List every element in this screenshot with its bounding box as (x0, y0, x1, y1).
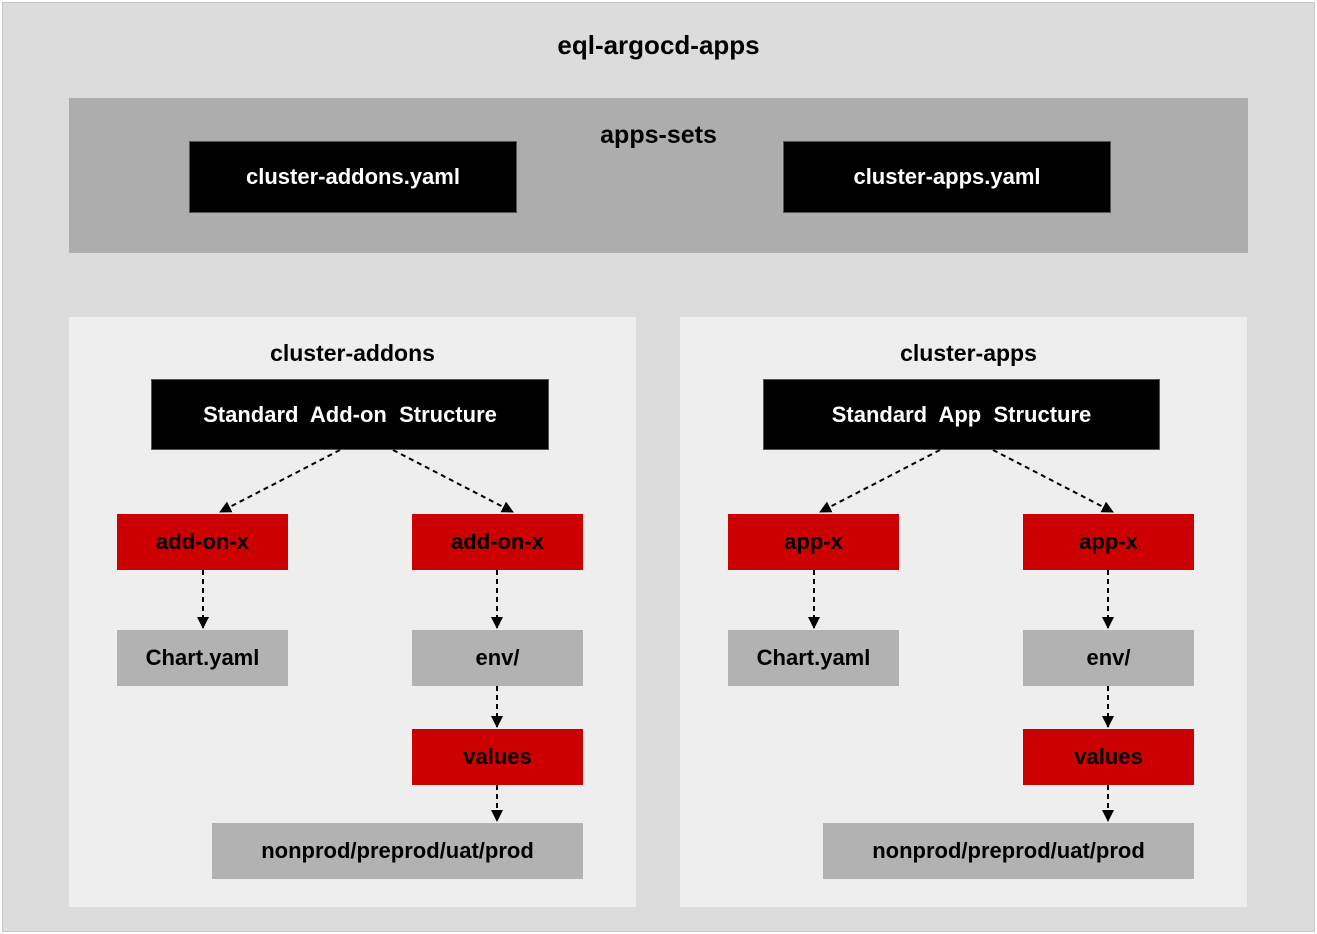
apps-sets-title: apps-sets (600, 121, 717, 149)
cluster-apps-title: cluster-apps (900, 340, 1037, 366)
app-chart-node[interactable]: Chart.yaml (728, 630, 899, 686)
cluster-addons-yaml-node[interactable]: cluster-addons.yaml (189, 141, 517, 213)
cluster-apps-yaml-node[interactable]: cluster-apps.yaml (783, 141, 1111, 213)
edge-app-structure-to-left (819, 449, 941, 513)
addon-structure-node[interactable]: Standard Add-on Structure (151, 379, 549, 450)
addon-values-node[interactable]: values (412, 729, 583, 785)
root-title: eql-argocd-apps (557, 30, 760, 60)
app-x-left-node[interactable]: app-x (728, 514, 899, 570)
app-env-node[interactable]: env/ (1023, 630, 1194, 686)
addon-env-node[interactable]: env/ (412, 630, 583, 686)
app-values-node[interactable]: values (1023, 729, 1194, 785)
addon-chart-node[interactable]: Chart.yaml (117, 630, 288, 686)
app-x-right-node[interactable]: app-x (1023, 514, 1194, 570)
edge-addon-structure-to-right (392, 449, 514, 513)
edge-addon-structure-to-left (219, 449, 341, 513)
addon-x-right-node[interactable]: add-on-x (412, 514, 583, 570)
edge-app-structure-to-right (992, 449, 1114, 513)
addon-x-left-node[interactable]: add-on-x (117, 514, 288, 570)
addon-envs-node[interactable]: nonprod/preprod/uat/prod (212, 823, 583, 879)
app-envs-node[interactable]: nonprod/preprod/uat/prod (823, 823, 1194, 879)
app-structure-node[interactable]: Standard App Structure (763, 379, 1160, 450)
cluster-addons-title: cluster-addons (270, 340, 435, 366)
